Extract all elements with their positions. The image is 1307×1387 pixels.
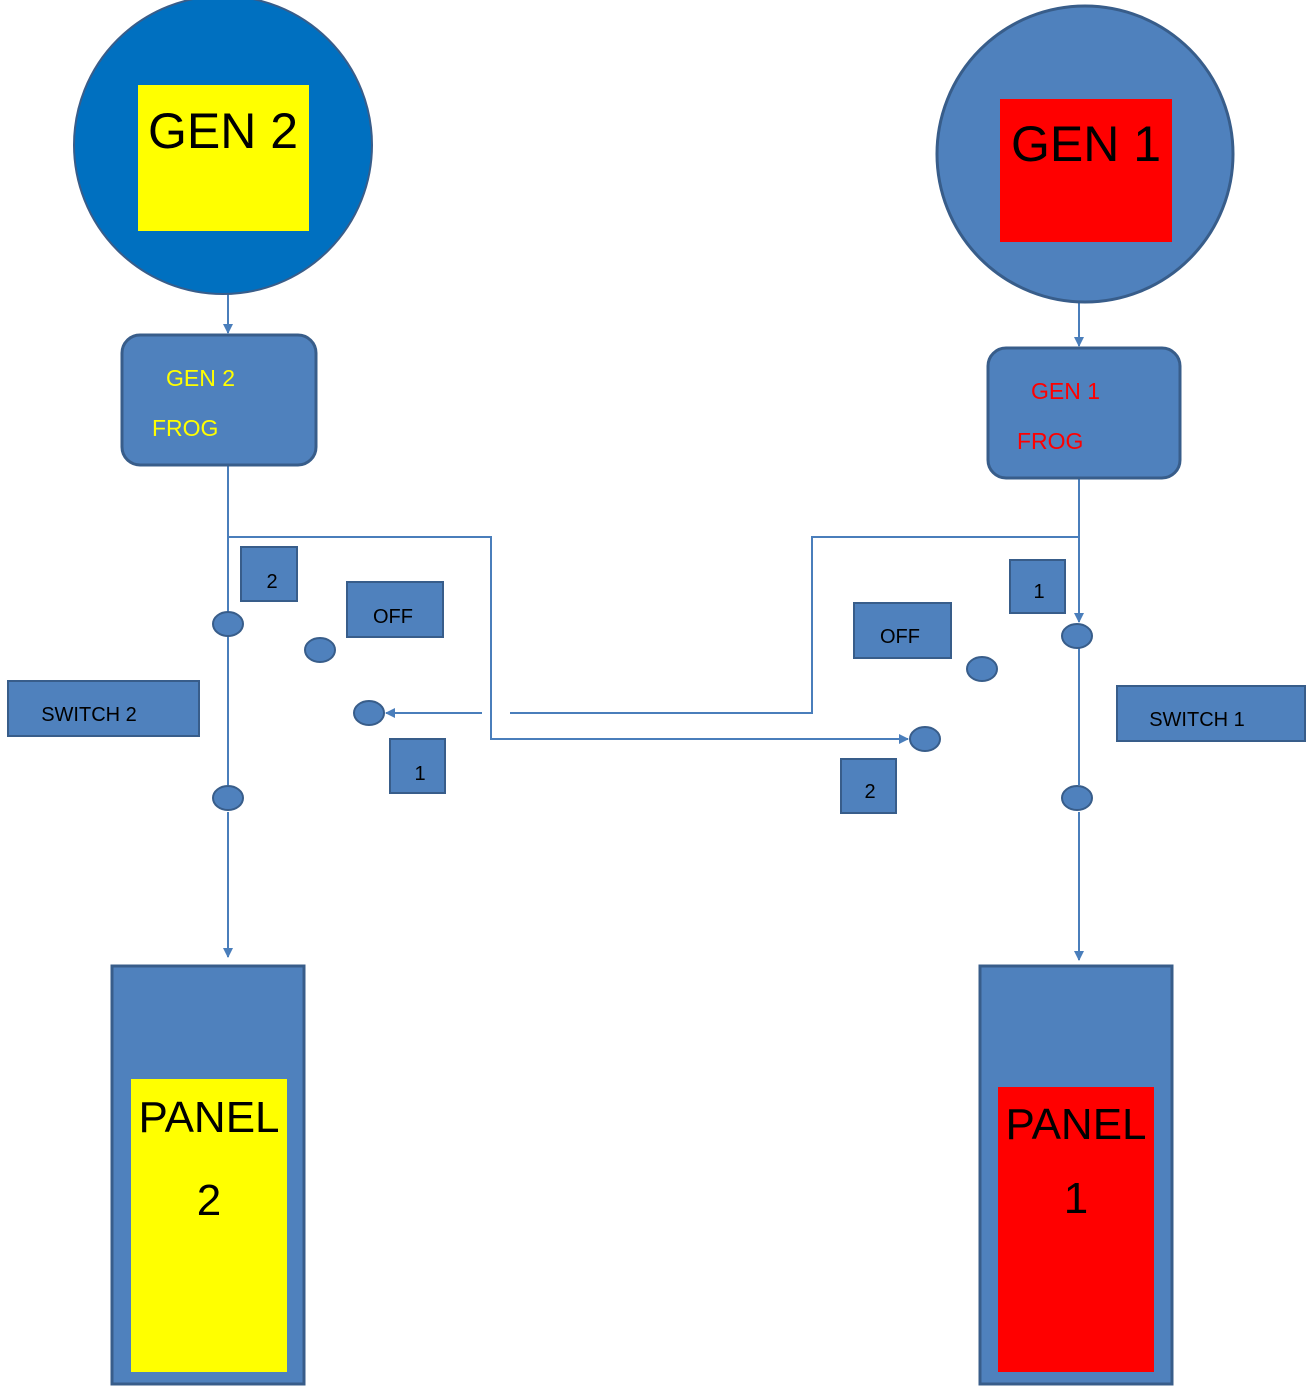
gen1-frog-line1: GEN 1 xyxy=(1031,378,1100,404)
switch1-contact2-label: 2 xyxy=(840,758,897,814)
panel1-line1: PANEL xyxy=(1005,1100,1146,1149)
svg-text:1: 1 xyxy=(414,763,425,785)
gen2-frog: GEN 2 FROG xyxy=(120,333,318,467)
svg-text:2: 2 xyxy=(266,571,277,593)
switch1-terminal-pivot xyxy=(1061,623,1093,649)
switch1-off-label: OFF xyxy=(853,602,952,659)
switch1-terminal-2 xyxy=(909,726,941,752)
svg-text:OFF: OFF xyxy=(373,606,413,628)
gen2-label-box xyxy=(138,85,309,231)
switch2-terminals xyxy=(212,611,385,811)
gen2-generator: GEN 2 xyxy=(73,0,373,295)
switch2-terminal-off xyxy=(304,637,336,663)
wire-gen2-to-switch1-contact2 xyxy=(228,536,909,744)
wire-gen1-to-switch2-contact1 xyxy=(510,536,1079,714)
switch2-terminal-pivot xyxy=(212,611,244,637)
gen2-frog-line1: GEN 2 xyxy=(166,365,235,391)
panel1: PANEL 1 xyxy=(978,964,1174,1386)
svg-text:OFF: OFF xyxy=(880,626,920,648)
switch2-off-label: OFF xyxy=(346,581,444,638)
switch2-terminal-load xyxy=(212,785,244,811)
gen2-frog-line2: FROG xyxy=(152,415,218,441)
switch1-contact1-label: 1 xyxy=(1009,559,1066,614)
panel2: PANEL 2 xyxy=(110,964,306,1386)
switch2-terminal-1 xyxy=(353,700,385,726)
svg-text:SWITCH 2: SWITCH 2 xyxy=(41,704,137,726)
gen1-label-box xyxy=(1000,99,1172,242)
gen2-label: GEN 2 xyxy=(148,103,298,159)
panel2-label-box xyxy=(131,1079,287,1372)
switch2-contact1-label: 1 xyxy=(389,738,446,794)
svg-text:SWITCH 1: SWITCH 1 xyxy=(1149,709,1245,731)
switch1-terminals xyxy=(909,623,1093,811)
gen1-frog: GEN 1 FROG xyxy=(986,346,1182,480)
switch2-contact2-label: 2 xyxy=(240,546,298,602)
panel1-line2: 1 xyxy=(1064,1174,1088,1223)
wires xyxy=(223,284,1084,961)
gen1-generator: GEN 1 xyxy=(935,4,1235,304)
switch2-name-label: SWITCH 2 xyxy=(7,680,200,737)
gen1-label: GEN 1 xyxy=(1011,116,1161,172)
switch1-terminal-load xyxy=(1061,785,1093,811)
panel2-line2: 2 xyxy=(197,1176,221,1225)
svg-text:1: 1 xyxy=(1033,581,1044,603)
panel2-line1: PANEL xyxy=(138,1093,279,1142)
switch1-name-label: SWITCH 1 xyxy=(1116,685,1306,742)
svg-text:2: 2 xyxy=(864,781,875,803)
switch1-terminal-off xyxy=(966,656,998,682)
panel1-label-box xyxy=(998,1087,1154,1372)
gen1-frog-line2: FROG xyxy=(1017,428,1083,454)
